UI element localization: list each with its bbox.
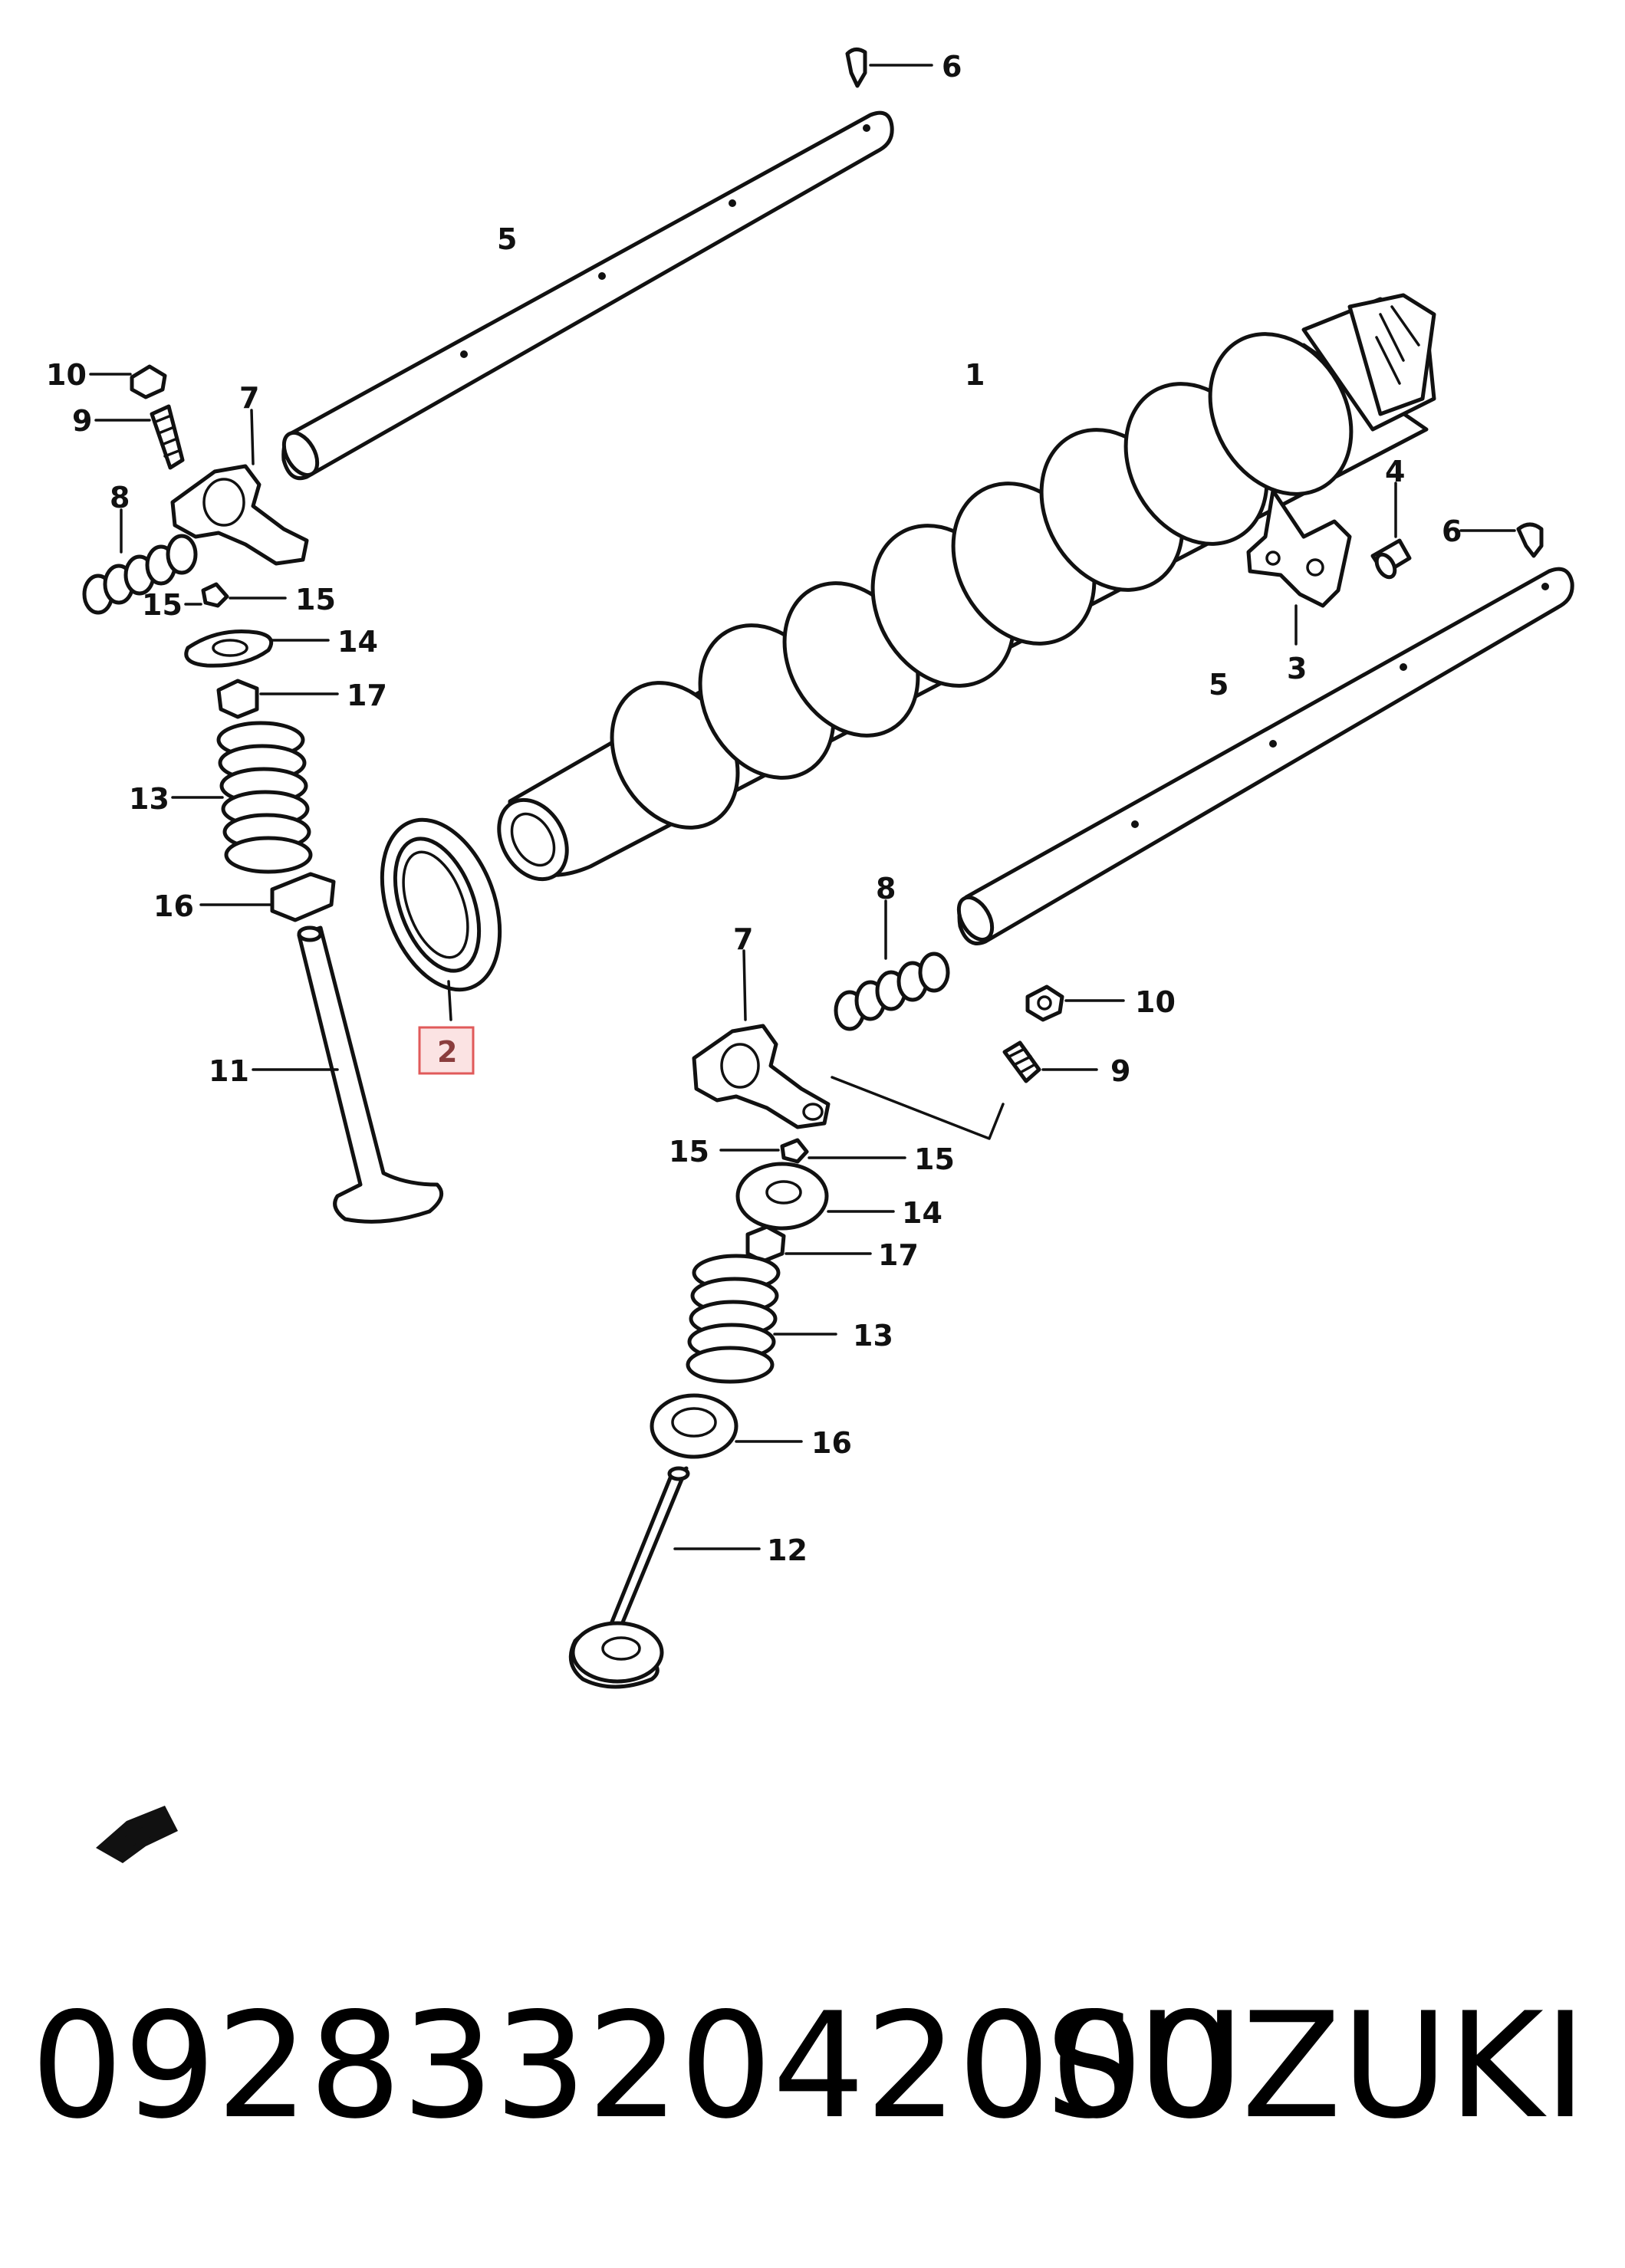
rocker-arm-shaft-upper bbox=[281, 110, 894, 481]
callout-12: 12 bbox=[767, 1533, 808, 1567]
callout-6-lower: 6 bbox=[1442, 514, 1462, 548]
exploded-view-drawing: 1 2 3 4 5 5 6 6 7 7 8 8 9 9 10 10 11 12 … bbox=[46, 48, 1574, 1863]
valve-spring-upper bbox=[171, 721, 313, 874]
callout-15-upper-right: 15 bbox=[295, 583, 336, 616]
callout-15-lower-left: 15 bbox=[669, 1135, 709, 1169]
rocker-arm-shaft-lower bbox=[956, 567, 1574, 945]
brand-name: SUZUKI bbox=[1044, 1981, 1587, 2151]
adjusting-nut-lower bbox=[1025, 984, 1125, 1022]
callout-9-upper: 9 bbox=[72, 404, 92, 438]
spring-retainer-lower bbox=[735, 1162, 895, 1231]
spring-seat-lower bbox=[650, 1393, 803, 1459]
highlighted-callout-box bbox=[418, 1026, 475, 1075]
callout-9-lower: 9 bbox=[1110, 1054, 1130, 1088]
valve-stem-seal-lower bbox=[745, 1224, 872, 1264]
callout-5-upper: 5 bbox=[497, 222, 517, 256]
camshaft bbox=[497, 293, 1436, 882]
spring-retainer-upper bbox=[184, 629, 330, 668]
callout-17-upper: 17 bbox=[347, 679, 387, 712]
callout-8-upper: 8 bbox=[110, 481, 130, 514]
parts-diagram: 1 2 3 4 5 5 6 6 7 7 8 8 9 9 10 10 11 12 … bbox=[46, 48, 1574, 1863]
callout-1: 1 bbox=[965, 358, 985, 392]
shaft-screw-lower bbox=[1459, 522, 1544, 558]
adjusting-screw-lower bbox=[1002, 1040, 1098, 1083]
callout-3: 3 bbox=[1287, 652, 1307, 685]
thrust-plate-bolt bbox=[1370, 482, 1412, 580]
valve-cotters-upper bbox=[184, 582, 287, 608]
callout-7-lower: 7 bbox=[733, 922, 753, 956]
front-direction-arrow-icon bbox=[96, 1806, 178, 1863]
rocker-arm-upper bbox=[170, 409, 309, 566]
rocker-arm-lower bbox=[692, 949, 1005, 1140]
callout-14-lower: 14 bbox=[902, 1196, 942, 1230]
adjusting-nut-upper bbox=[89, 364, 167, 399]
callout-15-upper-left: 15 bbox=[142, 588, 183, 622]
adjusting-screw-upper bbox=[94, 404, 185, 470]
callout-11: 11 bbox=[209, 1054, 249, 1088]
camshaft-thrust-plate bbox=[1246, 488, 1352, 646]
part-info-footer: 0928332042000 SUZUKI bbox=[0, 1978, 1625, 2155]
callout-8-lower: 8 bbox=[876, 872, 896, 906]
callout-17-lower: 17 bbox=[878, 1238, 919, 1272]
callout-16-lower: 16 bbox=[811, 1426, 852, 1460]
callout-6-upper: 6 bbox=[942, 50, 962, 84]
callout-4: 4 bbox=[1385, 455, 1405, 488]
callout-10-upper: 10 bbox=[46, 358, 87, 392]
rocker-arm-spring-upper bbox=[82, 508, 198, 615]
valve-stem-seal-upper bbox=[216, 679, 339, 719]
shaft-screw-upper bbox=[845, 48, 933, 88]
part-number: 0928332042000 bbox=[31, 1981, 1236, 2151]
rocker-arm-spring-lower bbox=[834, 899, 950, 1031]
valve-spring-lower bbox=[686, 1254, 837, 1384]
callout-13-lower: 13 bbox=[853, 1319, 893, 1353]
callout-14-upper: 14 bbox=[337, 625, 378, 659]
valve-cotters-lower bbox=[719, 1138, 906, 1164]
intake-valve bbox=[568, 1466, 761, 1689]
callout-2: 2 bbox=[437, 1035, 457, 1069]
callout-16-upper: 16 bbox=[153, 889, 194, 923]
callout-10-lower: 10 bbox=[1135, 985, 1176, 1019]
exhaust-valve bbox=[252, 925, 444, 1224]
callout-5-lower: 5 bbox=[1209, 668, 1229, 702]
callout-7-upper: 7 bbox=[239, 381, 259, 415]
spring-seat-upper bbox=[199, 872, 336, 922]
callout-15-lower-right: 15 bbox=[914, 1142, 955, 1176]
camshaft-oil-seal bbox=[380, 817, 502, 1021]
callout-13-upper: 13 bbox=[129, 782, 169, 816]
